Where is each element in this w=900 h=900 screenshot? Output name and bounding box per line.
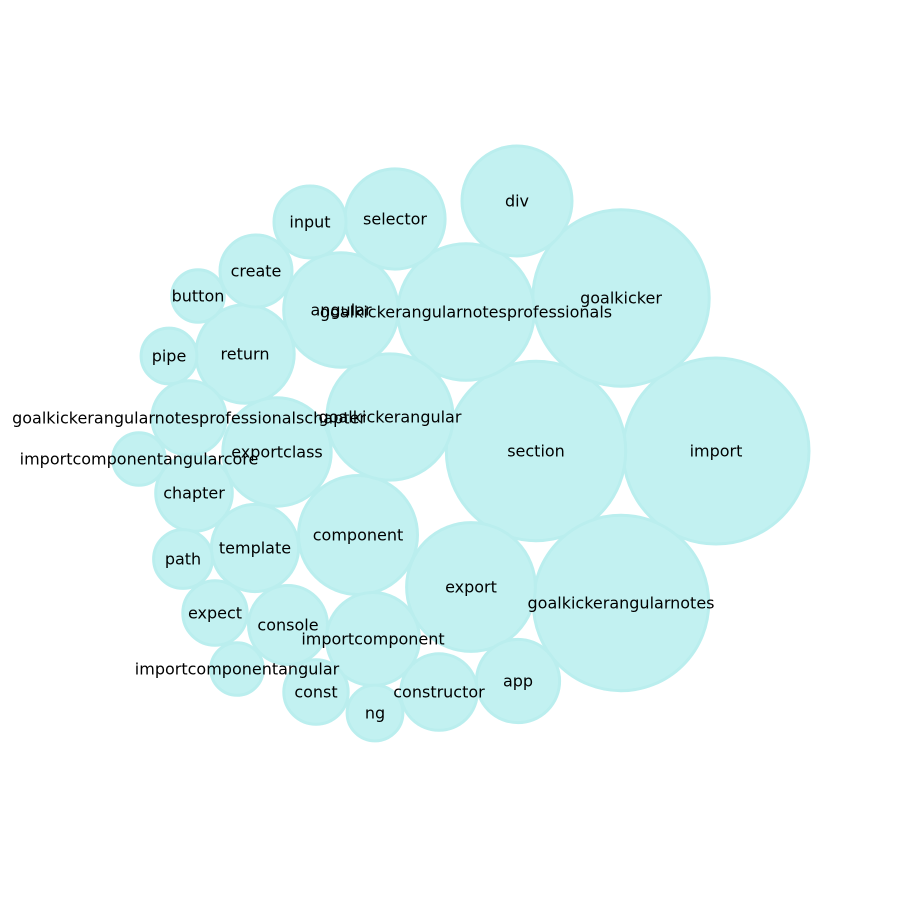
bubble-console xyxy=(247,584,329,666)
labels-layer: importsectiongoalkickergoalkickerangular… xyxy=(12,192,742,723)
bubble-label-input: input xyxy=(289,213,330,232)
bubble-label-angular: angular xyxy=(310,301,371,320)
bubble-importcomponentangular xyxy=(209,641,265,697)
bubble-label-goalkickerangularnotesprofessionals: goalkickerangularnotesprofessionals xyxy=(320,303,612,322)
bubble-label-button: button xyxy=(172,287,225,306)
bubble-angular xyxy=(282,251,400,369)
bubble-const xyxy=(282,658,350,726)
bubble-export xyxy=(405,521,537,653)
bubble-label-constructor: constructor xyxy=(393,683,485,702)
bubble-label-expect: expect xyxy=(188,604,242,623)
bubble-label-pipe: pipe xyxy=(152,347,187,366)
bubble-create xyxy=(218,233,294,309)
bubble-label-create: create xyxy=(231,262,282,281)
bubble-label-goalkickerangular: goalkickerangular xyxy=(319,408,462,427)
bubble-div xyxy=(460,144,574,258)
bubble-label-goalkicker: goalkicker xyxy=(580,289,662,308)
bubble-label-importcomponent: importcomponent xyxy=(301,630,444,649)
bubble-constructor xyxy=(399,652,479,732)
bubble-expect xyxy=(181,579,249,647)
bubble-label-ng: ng xyxy=(365,704,385,723)
bubble-input xyxy=(272,184,348,260)
bubble-label-component: component xyxy=(313,526,404,545)
bubble-label-section: section xyxy=(507,442,565,461)
bubble-label-return: return xyxy=(221,345,270,364)
bubble-label-goalkickerangularnotesprofessionalschapter: goalkickerangularnotesprofessionalschapt… xyxy=(12,409,366,428)
bubble-label-template: template xyxy=(219,539,291,558)
bubble-button xyxy=(170,268,226,324)
bubble-label-import: import xyxy=(690,442,743,461)
bubble-label-console: console xyxy=(257,616,318,635)
bubble-label-chapter: chapter xyxy=(163,484,225,503)
bubble-label-exportclass: exportclass xyxy=(231,443,323,462)
bubble-label-importcomponentangular: importcomponentangular xyxy=(135,660,340,679)
bubble-label-const: const xyxy=(294,683,337,702)
bubble-label-importcomponentangularcore: importcomponentangularcore xyxy=(20,450,259,469)
bubble-label-app: app xyxy=(503,672,533,691)
bubble-path xyxy=(152,528,214,590)
bubble-importcomponentangularcore xyxy=(111,431,167,487)
bubble-exportclass xyxy=(221,396,333,508)
bubble-pipe xyxy=(139,326,199,386)
bubble-label-goalkickerangularnotes: goalkickerangularnotes xyxy=(528,594,715,613)
bubble-label-selector: selector xyxy=(363,210,427,229)
bubble-label-export: export xyxy=(445,578,497,597)
bubble-label-path: path xyxy=(165,550,201,569)
bubble-goalkickerangular xyxy=(325,352,455,482)
bubble-label-div: div xyxy=(505,192,529,211)
bubbles-layer xyxy=(111,144,811,743)
bubble-ng xyxy=(345,683,405,743)
bubble-section xyxy=(444,359,628,543)
